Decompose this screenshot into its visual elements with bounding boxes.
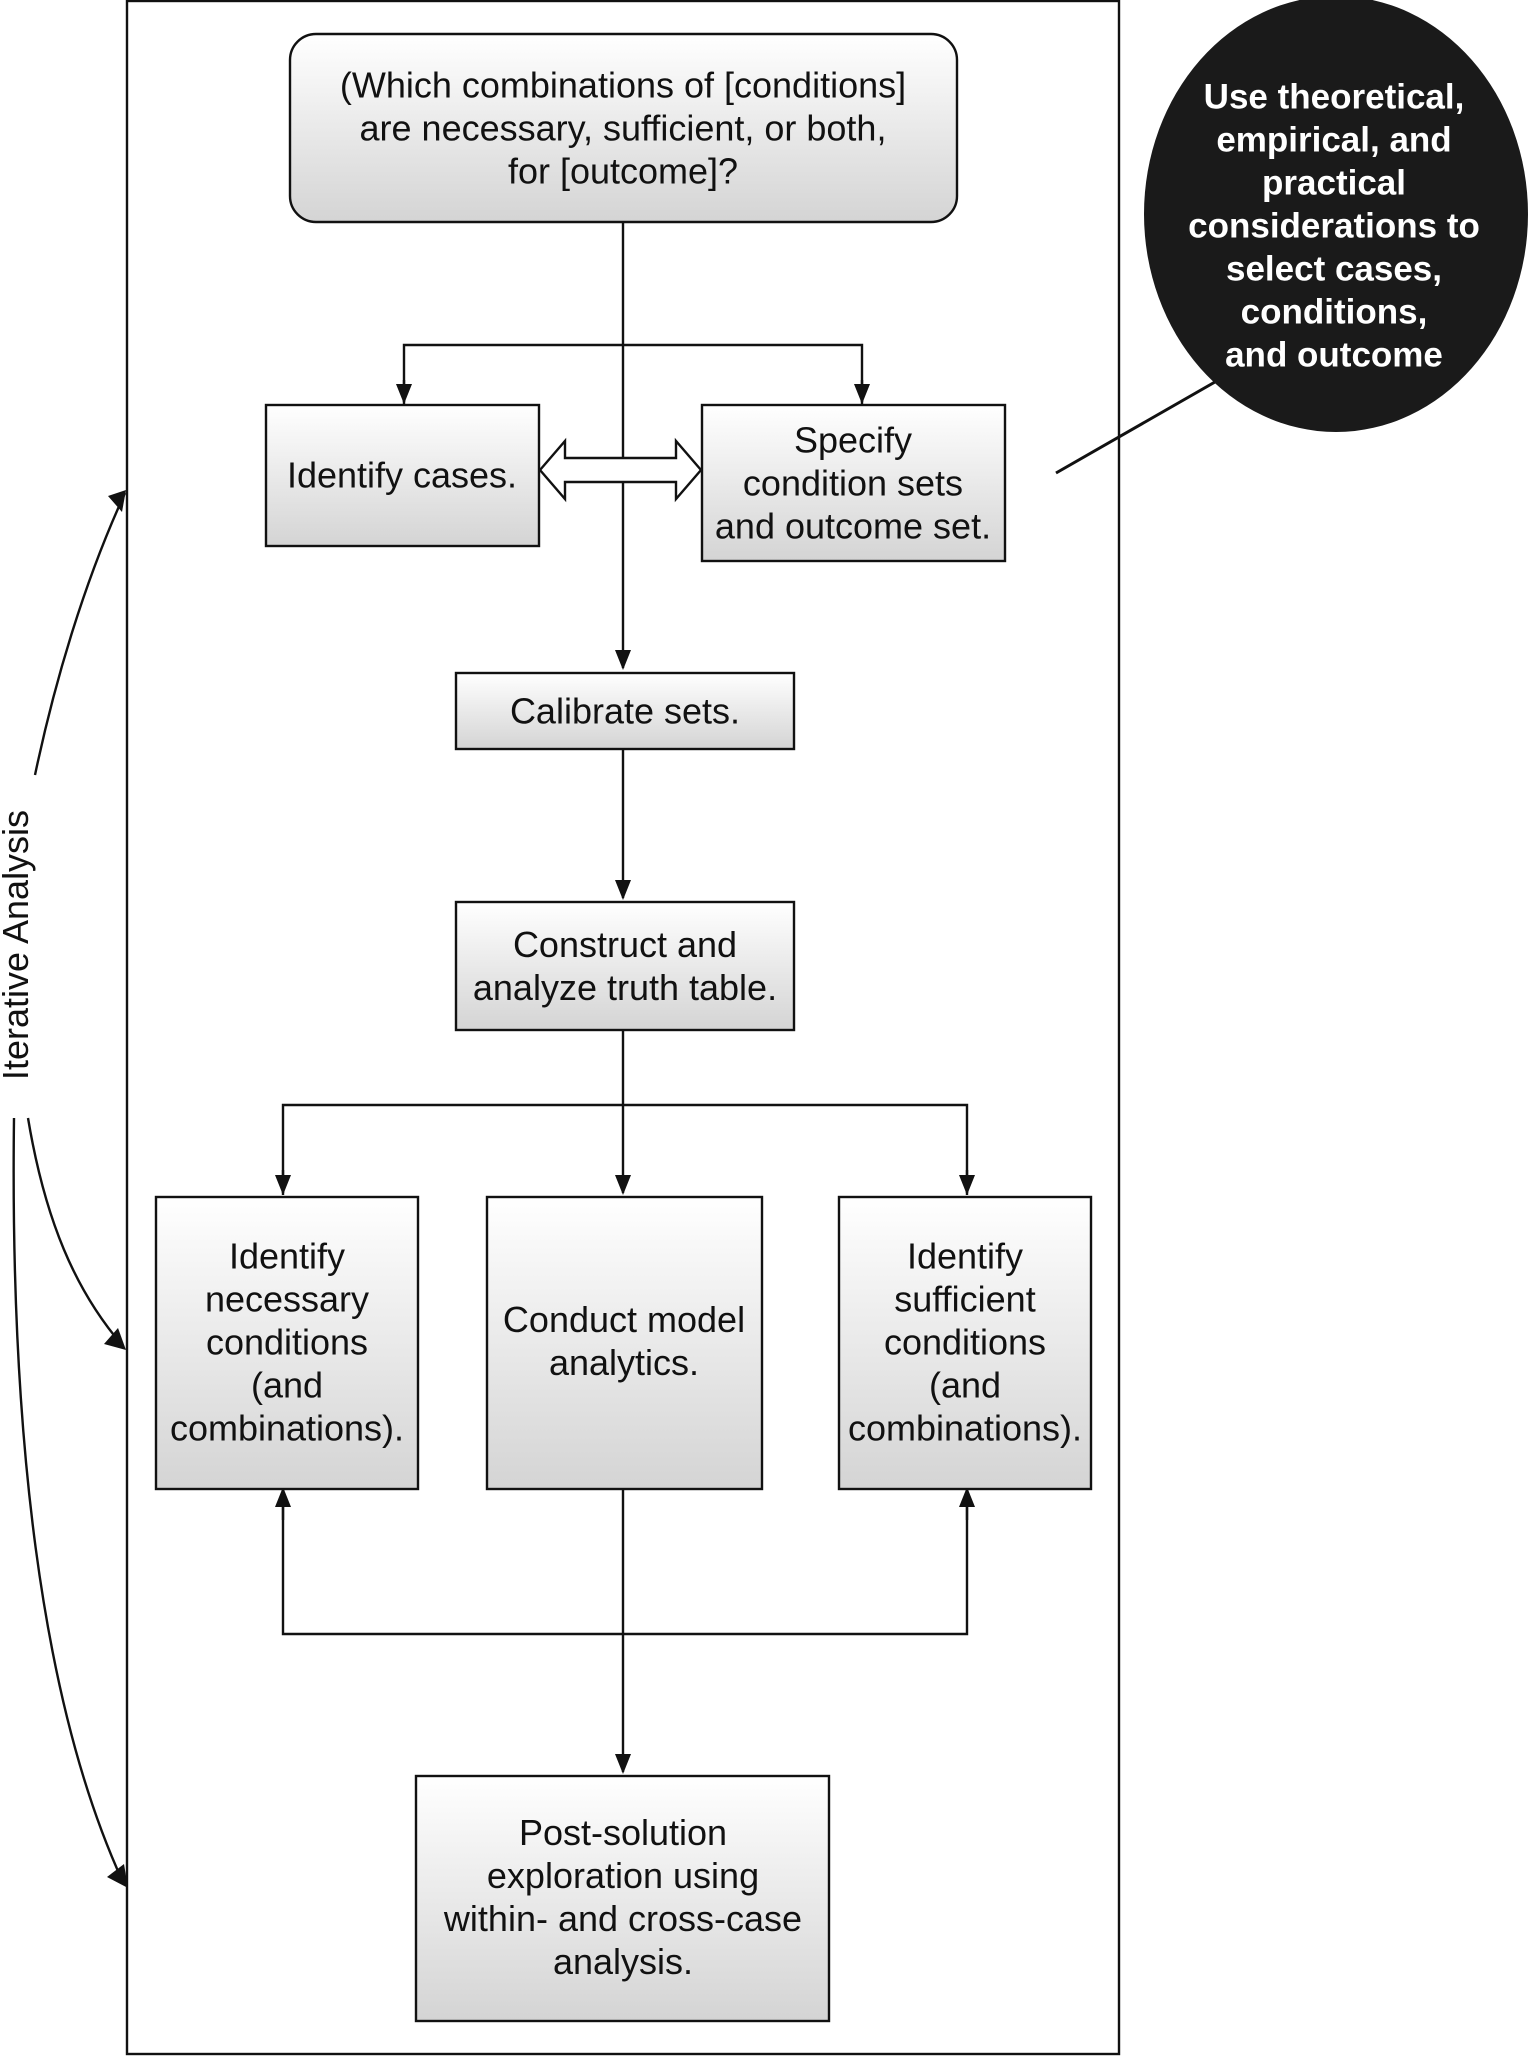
post-solution-line: Post-solution <box>519 1812 727 1853</box>
necessary-line: conditions <box>206 1322 368 1363</box>
arc-to-cases-head <box>108 490 126 512</box>
callout-line: considerations to <box>1188 207 1480 246</box>
question-text: (Which combinations of [conditions]are n… <box>340 65 906 192</box>
post-solution-line: exploration using <box>487 1855 759 1896</box>
arc-to-cases <box>33 492 127 776</box>
callout-bubble: Use theoretical, empirical, and practical c… <box>1144 0 1528 432</box>
model-analytics-line: Conduct model <box>503 1299 745 1340</box>
necessary-line: combinations). <box>170 1408 404 1449</box>
sufficient-line: conditions <box>884 1322 1046 1363</box>
truth-table-line: analyze truth table. <box>473 967 777 1008</box>
specify-sets-line: and outcome set. <box>715 506 991 547</box>
arc-to-necessary-head <box>104 1328 126 1350</box>
callout-line: select cases, <box>1226 250 1442 289</box>
post-solution-line: analysis. <box>553 1941 693 1982</box>
callout-line: practical <box>1262 164 1406 203</box>
necessary-line: Identify <box>229 1236 345 1277</box>
calibrate-text: Calibrate sets. <box>510 691 740 732</box>
connectors <box>275 222 975 1774</box>
identify-cases-box: Identify cases. <box>264 403 541 548</box>
arc-to-post-solution-head <box>107 1864 128 1888</box>
iterative-analysis-label: Iterative Analysis <box>0 810 36 1080</box>
sufficient-line: Identify <box>907 1236 1023 1277</box>
outer-frame <box>125 0 1121 2056</box>
question-box: (Which combinations of [conditions]are n… <box>288 32 959 224</box>
edge-branch-top <box>402 343 864 404</box>
arc-to-post-solution <box>12 1117 124 1881</box>
specify-sets-line: condition sets <box>743 463 963 504</box>
callout-line: and outcome <box>1225 336 1443 375</box>
callout-text: Use theoretical, empirical, and practical c… <box>1188 78 1480 375</box>
identify-cases-line: Identify cases. <box>287 455 517 496</box>
specify-sets-line: Specify <box>794 420 912 461</box>
callout-line: Use theoretical, <box>1204 78 1465 117</box>
necessary-line: (and <box>251 1365 323 1406</box>
post-solution-line: within- and cross-case <box>443 1898 802 1939</box>
sufficient-line: sufficient <box>894 1279 1035 1320</box>
callout-pointer <box>1055 380 1216 475</box>
callout-line: empirical, and <box>1216 121 1451 160</box>
sufficient-line: combinations). <box>848 1408 1082 1449</box>
edge-branch-bottom <box>281 1490 969 1636</box>
question-line: are necessary, sufficient, or both, <box>360 108 887 149</box>
edge-branch-middle <box>281 1103 969 1195</box>
calibrate-line: Calibrate sets. <box>510 691 740 732</box>
callout-line: conditions, <box>1241 293 1428 332</box>
question-line: (Which combinations of [conditions] <box>340 65 906 106</box>
identify-cases-text: Identify cases. <box>287 455 517 496</box>
calibrate-box: Calibrate sets. <box>454 671 796 751</box>
necessary-line: necessary <box>205 1279 369 1320</box>
model-analytics-line: analytics. <box>549 1342 699 1383</box>
truth-table-line: Construct and <box>513 924 737 965</box>
sufficient-line: (and <box>929 1365 1001 1406</box>
question-line: for [outcome]? <box>508 151 738 192</box>
arc-to-necessary <box>26 1117 123 1346</box>
bidirectional-arrow-icon <box>538 437 703 503</box>
iterative-arcs <box>12 490 128 1888</box>
